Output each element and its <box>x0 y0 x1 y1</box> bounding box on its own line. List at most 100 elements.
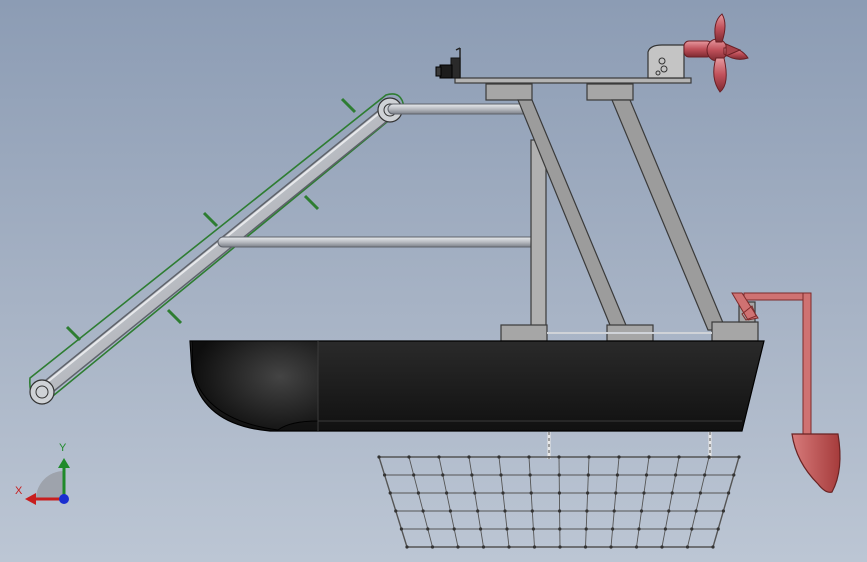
net-knot <box>558 527 562 531</box>
net-knot <box>587 455 591 459</box>
net-knot <box>528 473 532 477</box>
net-knot <box>667 509 671 513</box>
net-strand <box>468 456 484 548</box>
net-strand <box>378 456 408 548</box>
net-knot <box>634 545 639 549</box>
net-knot <box>698 491 703 495</box>
net-knot <box>416 491 420 495</box>
collection-net[interactable] <box>377 455 741 549</box>
net-knot <box>558 509 562 513</box>
net-knot <box>399 527 403 531</box>
propeller-icon[interactable] <box>683 13 749 93</box>
net-knot <box>394 509 398 513</box>
triad-y-label: Y <box>59 442 67 454</box>
conveyor-tube[interactable] <box>34 102 398 400</box>
net-knot <box>721 509 726 513</box>
rudder-icon[interactable] <box>791 433 841 493</box>
net-knot <box>642 491 646 495</box>
net-knot <box>615 473 620 477</box>
net-knot <box>441 473 445 477</box>
net-strand <box>585 456 590 548</box>
coordinate-triad-icon <box>25 458 70 505</box>
net-strand <box>498 456 510 548</box>
net-knot <box>501 491 505 495</box>
net-knot <box>558 545 562 549</box>
camera-icon[interactable] <box>435 64 453 79</box>
net-knot <box>644 473 649 477</box>
net-knot <box>557 491 562 495</box>
net-knot <box>685 545 690 549</box>
net-knot <box>456 545 460 549</box>
conveyor-lower-pulley <box>29 379 55 405</box>
net-strand <box>408 456 433 548</box>
net-knot <box>503 509 507 513</box>
net-knot <box>481 545 486 549</box>
net-knot <box>426 527 430 531</box>
net-knot <box>507 545 511 549</box>
net-knot <box>732 473 736 477</box>
conveyor-cleat <box>65 325 82 342</box>
net-knot <box>586 491 590 495</box>
conveyor-cleat <box>340 97 357 114</box>
motor-bracket <box>647 44 685 79</box>
net-knot <box>470 473 474 477</box>
steel-frame[interactable] <box>454 77 759 342</box>
net-knot <box>663 527 668 531</box>
net-knot <box>448 509 452 513</box>
triad-x-label: X <box>15 485 23 497</box>
net-knot <box>452 527 456 531</box>
net-knot <box>737 455 741 459</box>
net-knot <box>479 527 483 531</box>
net-knot <box>557 473 561 477</box>
net-knot <box>529 491 533 495</box>
frame-cap-left <box>485 83 533 101</box>
triad-z-axis <box>59 494 69 504</box>
frame-cap-right <box>586 83 634 101</box>
net-knot <box>727 491 731 495</box>
net-knot <box>530 509 534 513</box>
net-knot <box>585 509 589 513</box>
net-knot <box>430 545 435 549</box>
net-knot <box>531 527 536 531</box>
base-bracket-left <box>500 324 548 342</box>
middle-horizontal-tube <box>217 236 545 248</box>
net-knot <box>407 455 411 459</box>
net-knot <box>476 509 480 513</box>
net-knot <box>383 473 387 477</box>
net-knot <box>532 545 537 549</box>
net-knot <box>716 527 720 531</box>
net-strand <box>528 456 535 548</box>
vertical-post <box>530 139 547 341</box>
net-knot <box>617 455 621 459</box>
net-knot <box>690 527 694 531</box>
net-strand <box>636 456 650 548</box>
conveyor-cleat <box>202 211 219 228</box>
hull-bow-section <box>191 340 319 431</box>
net-knot <box>612 509 616 513</box>
net-knot <box>703 473 707 477</box>
net-knot <box>674 473 678 477</box>
net-strand <box>558 456 561 548</box>
net-knot <box>497 455 501 459</box>
net-knot <box>670 491 674 495</box>
net-knot <box>647 455 651 459</box>
net-knot <box>499 473 503 477</box>
net-knot <box>505 527 509 531</box>
net-knot <box>388 491 392 495</box>
net-knot <box>609 545 613 549</box>
net-knot <box>639 509 644 513</box>
net-strand <box>687 456 710 548</box>
hull[interactable] <box>189 340 765 432</box>
net-knot <box>445 491 449 495</box>
net-strand <box>712 456 740 548</box>
net-knot <box>584 527 588 531</box>
net-knot <box>405 545 409 549</box>
net-knot <box>637 527 641 531</box>
net-strand <box>661 456 680 548</box>
conveyor-cleat <box>303 194 320 211</box>
top-deck-plate <box>454 77 692 84</box>
net-knot <box>412 473 416 477</box>
upper-horizontal-tube <box>387 103 533 115</box>
